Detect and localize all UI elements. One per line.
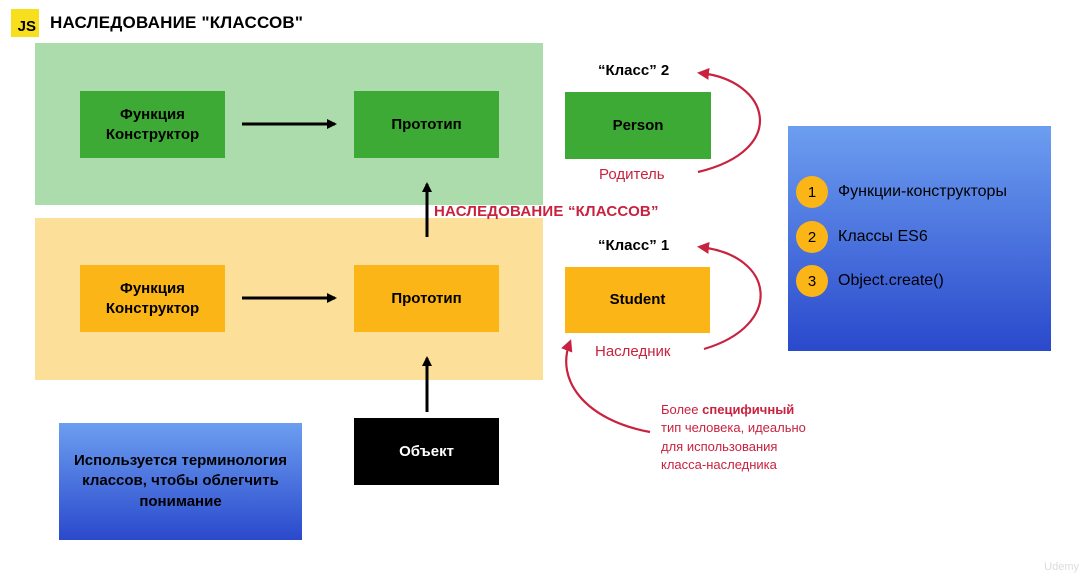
person-class-box: Person <box>565 92 711 159</box>
number-badge: 2 <box>796 221 828 253</box>
explanation-rest: тип человека, идеально для использования… <box>661 420 806 473</box>
class-1-label: “Класс” 1 <box>598 237 670 254</box>
methods-panel: 1 Функции-конструкторы 2 Классы ES6 3 Ob… <box>788 126 1051 351</box>
parent-label: Родитель <box>599 166 665 183</box>
method-label: Object.create() <box>838 272 944 289</box>
prototype-box-bottom: Прототип <box>354 265 499 332</box>
class-2-label: “Класс” 2 <box>598 62 670 79</box>
arrow-child-curve <box>697 241 762 351</box>
object-box: Объект <box>354 418 499 485</box>
explanation-bold: специфичный <box>702 402 795 417</box>
constructor-function-box-top: Функция Конструктор <box>80 91 225 158</box>
js-logo: JS <box>11 9 39 37</box>
slide-title: НАСЛЕДОВАНИЕ "КЛАССОВ" <box>50 13 304 32</box>
method-item-2: 2 Классы ES6 <box>796 221 928 253</box>
number-badge: 1 <box>796 176 828 208</box>
inheritance-label: НАСЛЕДОВАНИЕ “КЛАССОВ” <box>434 203 659 220</box>
method-item-1: 1 Функции-конструкторы <box>796 176 1007 208</box>
method-label: Функции-конструкторы <box>838 183 1007 200</box>
method-item-3: 3 Object.create() <box>796 265 944 297</box>
prototype-box-top: Прототип <box>354 91 499 158</box>
constructor-function-box-bottom: Функция Конструктор <box>80 265 225 332</box>
explanation-prefix: Более <box>661 402 703 417</box>
arrow-parent-curve <box>697 67 761 174</box>
child-label: Наследник <box>595 343 671 360</box>
terminology-note: Используется терминология классов, чтобы… <box>59 423 302 540</box>
udemy-watermark: Udemy <box>1044 561 1079 573</box>
arrow-explanation-curve <box>561 339 651 434</box>
number-badge: 3 <box>796 265 828 297</box>
student-class-box: Student <box>565 267 710 333</box>
explanation-text: Более специфичный тип человека, идеально … <box>661 401 821 475</box>
method-label: Классы ES6 <box>838 228 928 245</box>
